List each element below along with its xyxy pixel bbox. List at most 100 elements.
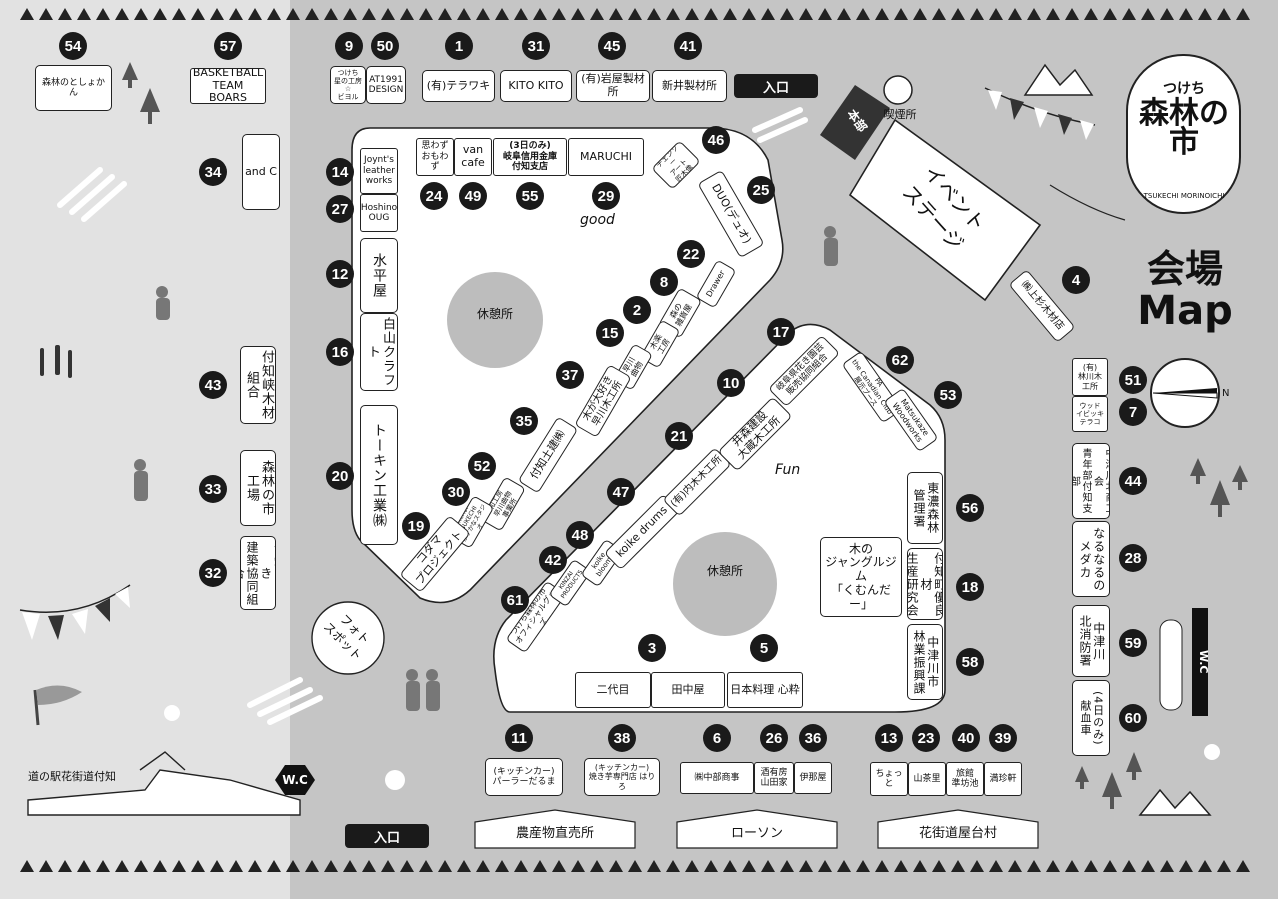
shop-55[interactable]: (3日のみ) 岐阜信用金庫 付知支店 [493, 138, 567, 176]
booth-pin-37[interactable]: 37 [556, 361, 584, 389]
booth-pin-19[interactable]: 19 [402, 512, 430, 540]
shop-5[interactable]: 日本料理 心粋 [727, 672, 803, 708]
shop-56[interactable]: 東濃森林 管理署 [907, 472, 943, 544]
shop-18[interactable]: 付知町優良材 生産研究会 [907, 548, 943, 620]
booth-pin-20[interactable]: 20 [326, 462, 354, 490]
shop-3a[interactable]: 二代目 [575, 672, 651, 708]
shop-12[interactable]: 水平屋 [360, 238, 398, 313]
booth-pin-41[interactable]: 41 [674, 32, 702, 60]
booth-pin-28[interactable]: 28 [1119, 544, 1147, 572]
booth-pin-53[interactable]: 53 [934, 381, 962, 409]
shop-6[interactable]: ㈱中部商事 [680, 762, 754, 794]
booth-pin-54[interactable]: 54 [59, 32, 87, 60]
booth-pin-56[interactable]: 56 [956, 494, 984, 522]
booth-pin-58[interactable]: 58 [956, 648, 984, 676]
booth-pin-22[interactable]: 22 [677, 240, 705, 268]
booth-pin-30[interactable]: 30 [442, 478, 470, 506]
booth-pin-11[interactable]: 11 [505, 724, 533, 752]
booth-pin-51[interactable]: 51 [1119, 366, 1147, 394]
shop-44[interactable]: 中津川北商工会 青年部付知支部 [1072, 443, 1110, 519]
booth-pin-6[interactable]: 6 [703, 724, 731, 752]
booth-pin-46[interactable]: 46 [702, 126, 730, 154]
booth-pin-8[interactable]: 8 [650, 268, 678, 296]
booth-pin-59[interactable]: 59 [1119, 629, 1147, 657]
shop-43[interactable]: 付知峡木材 組合 [240, 346, 276, 424]
booth-pin-29[interactable]: 29 [592, 182, 620, 210]
shop-59[interactable]: 中津川 北消防署 [1072, 605, 1110, 677]
shop-33[interactable]: 森林の市 工場 [240, 450, 276, 526]
booth-pin-17[interactable]: 17 [767, 318, 795, 346]
shop-39[interactable]: 満珍軒 [984, 762, 1022, 796]
booth-pin-43[interactable]: 43 [199, 371, 227, 399]
booth-pin-18[interactable]: 18 [956, 573, 984, 601]
booth-pin-3[interactable]: 3 [638, 634, 666, 662]
shop-57[interactable]: BASKETBALL TEAM BOARS [190, 68, 266, 104]
booth-pin-60[interactable]: 60 [1119, 704, 1147, 732]
booth-pin-49[interactable]: 49 [459, 182, 487, 210]
shop-28[interactable]: なるなるの メダカ [1072, 521, 1110, 597]
shop-27[interactable]: Hoshino OUG [360, 194, 398, 232]
booth-pin-25[interactable]: 25 [747, 176, 775, 204]
booth-pin-1[interactable]: 1 [445, 32, 473, 60]
shop-20[interactable]: トーキン工業㈱ [360, 405, 398, 545]
shop-40[interactable]: 旅館 準坊池 [946, 762, 984, 796]
booth-pin-32[interactable]: 32 [199, 559, 227, 587]
booth-pin-40[interactable]: 40 [952, 724, 980, 752]
shop-26[interactable]: 酒有房 山田家 [754, 762, 794, 794]
shop-51[interactable]: (有) 林川木工所 [1072, 358, 1108, 396]
shop-34[interactable]: and C [242, 134, 280, 210]
booth-pin-31[interactable]: 31 [522, 32, 550, 60]
shop-9[interactable]: つけち 星の工房☆ ビヨル [330, 66, 366, 104]
booth-pin-27[interactable]: 27 [326, 195, 354, 223]
shop-32[interactable]: 付知峡ひのき 建築協同組合 [240, 536, 276, 610]
booth-pin-33[interactable]: 33 [199, 475, 227, 503]
shop-7[interactable]: ウッド イビッキ テラコ [1072, 396, 1108, 432]
shop-23[interactable]: 山茶里 [908, 762, 946, 796]
shop-3b[interactable]: 田中屋 [651, 672, 725, 708]
booth-pin-4[interactable]: 4 [1062, 266, 1090, 294]
shop-60[interactable]: (4日のみ) 献血車 [1072, 680, 1110, 756]
booth-pin-24[interactable]: 24 [420, 182, 448, 210]
booth-pin-47[interactable]: 47 [607, 478, 635, 506]
shop-36[interactable]: 伊那屋 [794, 762, 832, 794]
booth-pin-2[interactable]: 2 [623, 296, 651, 324]
booth-pin-45[interactable]: 45 [598, 32, 626, 60]
booth-pin-50[interactable]: 50 [371, 32, 399, 60]
booth-pin-16[interactable]: 16 [326, 338, 354, 366]
booth-pin-10[interactable]: 10 [717, 369, 745, 397]
shop-49[interactable]: van cafe [454, 138, 492, 176]
booth-pin-38[interactable]: 38 [608, 724, 636, 752]
booth-pin-39[interactable]: 39 [989, 724, 1017, 752]
shop-54[interactable]: 森林のとしょかん [35, 65, 112, 111]
booth-pin-14[interactable]: 14 [326, 158, 354, 186]
shop-29[interactable]: MARUCHI [568, 138, 644, 176]
booth-pin-34[interactable]: 34 [199, 158, 227, 186]
shop-24[interactable]: 思わず おもわず [416, 138, 454, 176]
shop-13[interactable]: ちょっと [870, 762, 908, 796]
booth-pin-13[interactable]: 13 [875, 724, 903, 752]
booth-pin-61[interactable]: 61 [501, 586, 529, 614]
shop-14[interactable]: Joynt's leather works [360, 148, 398, 194]
booth-pin-7[interactable]: 7 [1119, 398, 1147, 426]
booth-pin-48[interactable]: 48 [566, 521, 594, 549]
shop-45[interactable]: (有)岩屋製材所 [576, 70, 650, 102]
booth-pin-21[interactable]: 21 [665, 422, 693, 450]
booth-pin-15[interactable]: 15 [596, 319, 624, 347]
booth-pin-23[interactable]: 23 [912, 724, 940, 752]
shop-16[interactable]: 白山クラフト [360, 313, 398, 391]
shop-11[interactable]: (キッチンカー) パーラーだるま [485, 758, 563, 796]
booth-pin-62[interactable]: 62 [886, 346, 914, 374]
booth-pin-36[interactable]: 36 [799, 724, 827, 752]
booth-pin-26[interactable]: 26 [760, 724, 788, 752]
booth-pin-55[interactable]: 55 [516, 182, 544, 210]
booth-pin-42[interactable]: 42 [539, 546, 567, 574]
booth-pin-9[interactable]: 9 [335, 32, 363, 60]
shop-50[interactable]: AT1991 DESIGN [366, 66, 406, 104]
shop-38[interactable]: (キッチンカー) 焼き芋専門店 はりろ [584, 758, 660, 796]
booth-pin-44[interactable]: 44 [1119, 467, 1147, 495]
booth-pin-52[interactable]: 52 [468, 452, 496, 480]
booth-pin-12[interactable]: 12 [326, 260, 354, 288]
shop-31[interactable]: KITO KITO [500, 70, 572, 102]
shop-58[interactable]: 中津川市 林業振興課 [907, 624, 943, 700]
booth-pin-35[interactable]: 35 [510, 407, 538, 435]
